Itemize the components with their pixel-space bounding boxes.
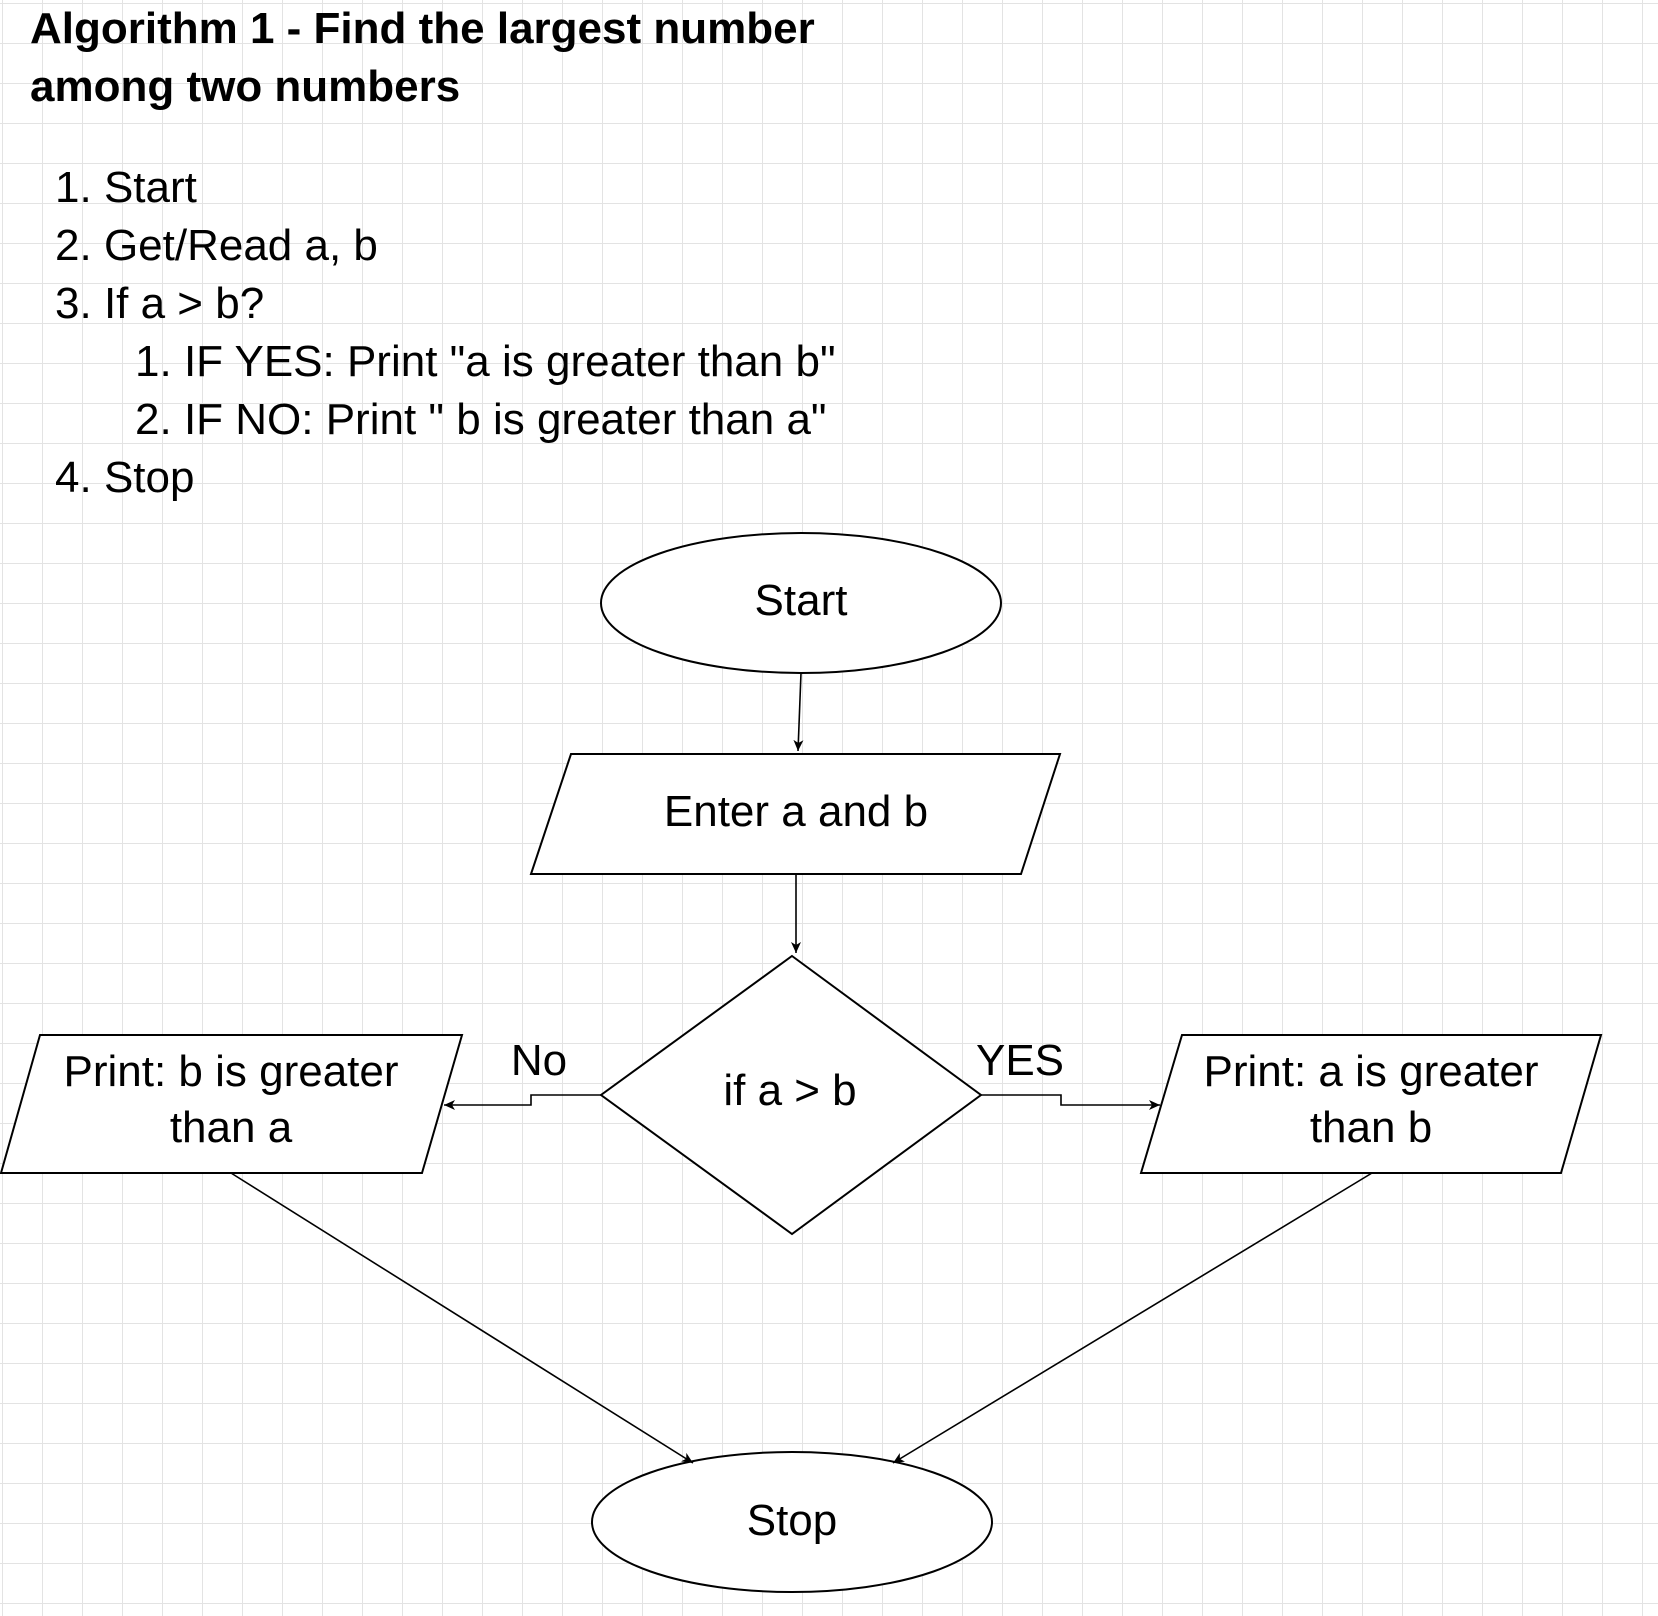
stop-label: Stop [747, 1496, 838, 1545]
input-parallelogram [529, 753, 1062, 875]
start-label: Start [755, 576, 848, 625]
edge-label-yes: YES [976, 1036, 1064, 1085]
substep-item: 1. IF YES: Print "a is greater than b" [55, 337, 836, 395]
step-number: 3. [55, 279, 92, 328]
substep-number: 1. [135, 337, 172, 386]
edge-label-no: No [511, 1036, 567, 1085]
step-text: Stop [103, 453, 195, 502]
edge-decision-to-print-no [444, 1094, 601, 1110]
edge-decision-to-print-yes [981, 1094, 1160, 1110]
edge-print-yes-to-stop [892, 1172, 1373, 1464]
step-number: 1. [55, 163, 92, 212]
print-yes-label-line-1: Print: a is greater [1203, 1047, 1538, 1096]
print-no-parallelogram [0, 1034, 464, 1174]
edge-print-no-to-stop [230, 1172, 694, 1464]
substep-text: IF YES: Print "a is greater than b" [183, 337, 836, 386]
decision-diamond [599, 954, 983, 1236]
step-text: Start [103, 163, 197, 212]
step-item: 4. Stop [55, 453, 836, 511]
edge-start-to-input [793, 672, 804, 752]
diagram-title: Algorithm 1 - Find the largest number am… [30, 0, 930, 116]
title-line-1: Algorithm 1 - Find the largest number [30, 4, 815, 53]
step-item: 1. Start [55, 163, 836, 221]
title-line-2: among two numbers [30, 62, 461, 111]
step-item: 2. Get/Read a, b [55, 221, 836, 279]
decision-label: if a > b [723, 1066, 856, 1115]
step-text: If a > b? [103, 279, 265, 328]
step-text: Get/Read a, b [103, 221, 378, 270]
print-no-label-line-1: Print: b is greater [63, 1047, 398, 1096]
step-number: 2. [55, 221, 92, 270]
print-yes-parallelogram [1139, 1034, 1603, 1174]
input-label: Enter a and b [664, 787, 928, 836]
substep-text: IF NO: Print " b is greater than a" [183, 395, 827, 444]
substep-item: 2. IF NO: Print " b is greater than a" [55, 395, 836, 453]
algorithm-steps: 1. Start 2. Get/Read a, b 3. If a > b? 1… [55, 163, 836, 511]
print-no-label-line-2: than a [170, 1103, 293, 1152]
stop-terminator [591, 1451, 993, 1593]
step-item: 3. If a > b? [55, 279, 836, 337]
print-yes-label-line-2: than b [1310, 1103, 1432, 1152]
substep-number: 2. [135, 395, 172, 444]
step-number: 4. [55, 453, 92, 502]
